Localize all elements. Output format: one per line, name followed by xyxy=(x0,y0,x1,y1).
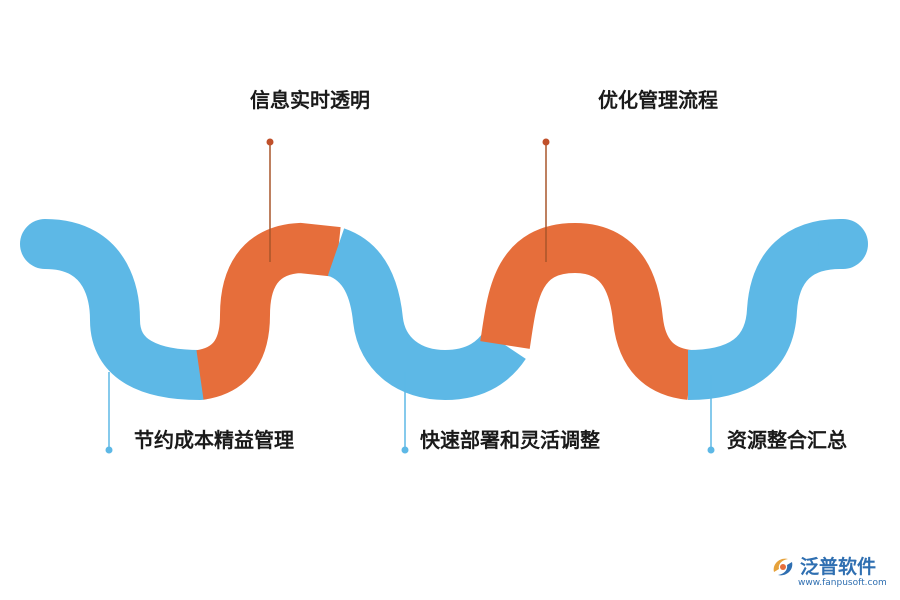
brand-logo: 泛普软件 www.fanpusoft.com xyxy=(770,552,890,592)
connector-dot-top-2 xyxy=(542,138,550,146)
connector-dot-bot-2 xyxy=(401,446,409,454)
connector-dot-bot-3 xyxy=(707,446,715,454)
wave-segment-blue-1 xyxy=(20,219,225,400)
wave-cap-right xyxy=(818,219,868,269)
logo-swirl-icon xyxy=(773,558,793,576)
label-top-1: 信息实时透明 xyxy=(250,88,370,112)
label-bottom-3: 资源整合汇总 xyxy=(727,428,847,452)
wave-segment-blue-2 xyxy=(326,228,526,401)
label-top-2: 优化管理流程 xyxy=(598,88,718,112)
connector-dot-bot-1 xyxy=(105,446,113,454)
logo-url: www.fanpusoft.com xyxy=(798,578,887,588)
label-bottom-2: 快速部署和灵活调整 xyxy=(420,428,600,452)
wave-segment-orange-1 xyxy=(194,222,341,400)
connector-dot-top-1 xyxy=(266,138,274,146)
wave-segment-blue-3 xyxy=(687,219,843,400)
logo-name: 泛普软件 xyxy=(800,556,877,578)
label-bottom-1: 节约成本精益管理 xyxy=(134,428,294,452)
wave-segment-orange-2 xyxy=(480,222,694,400)
